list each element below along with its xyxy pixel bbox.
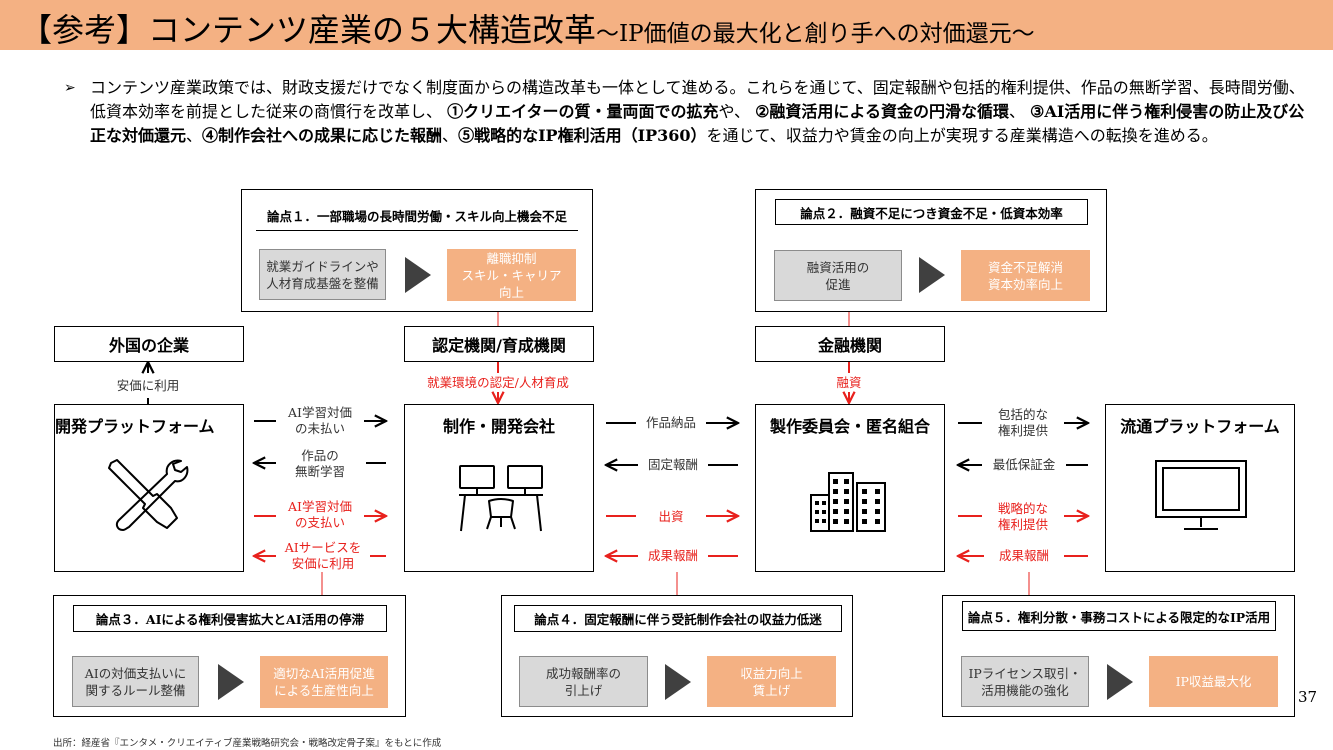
- flow-finance: 融資: [836, 375, 862, 390]
- flow-unauth-learning: 作品の 無断学習: [294, 448, 345, 479]
- flow-delivery: 作品納品: [645, 415, 696, 430]
- entity-production: 制作・開発会社: [404, 404, 594, 572]
- entity-committee-name: 製作委員会・匿名組合: [769, 417, 930, 436]
- tools-icon: [108, 459, 189, 531]
- issue-3-measure: AIの対価支払いに 関するルール整備: [72, 656, 199, 707]
- flow-certify: 就業環境の認定/人材育成: [427, 375, 569, 390]
- buildings-icon: [810, 472, 886, 532]
- issue-5-title: 論点５．権利分散・事務コストによる限定的なIP活用: [962, 601, 1276, 631]
- issue-2-measure: 融資活用の 促進: [774, 250, 902, 301]
- intro-bold-4: ④制作会社への成果に応じた報酬: [202, 126, 443, 145]
- entity-committee: 製作委員会・匿名組合: [755, 404, 945, 572]
- certified-body-label: 認定機関/育成機関: [404, 326, 594, 362]
- issue-4-measure: 成功報酬率の 引上げ: [519, 656, 648, 707]
- flow-min-guarantee: 最低保証金: [992, 457, 1056, 472]
- intro-bold-3: ③AI活用に伴う権利侵害の防止及び公正な対価還元: [90, 102, 1305, 145]
- workstation-icon: [459, 465, 543, 532]
- intro-paragraph: ➢ コンテンツ産業政策では、財政支援だけでなく制度面からの構造改革も一体として進…: [64, 76, 1309, 148]
- issue-1-measure: 就業ガイドラインや 人材育成基盤を整備: [259, 249, 386, 300]
- issue-3-triangle-icon: [218, 664, 244, 700]
- issue-4-box: 論点４．固定報酬に伴う受託制作会社の収益力低迷 成功報酬率の 引上げ 収益力向上…: [501, 595, 853, 717]
- flow-ai-paid: AI学習対価 の支払い: [288, 499, 352, 530]
- flow-investment: 出資: [658, 509, 684, 524]
- intro-text-6: を通じて、収益力や賃金の向上が実現する産業構造への転換を進める。: [706, 126, 1218, 145]
- issue-2-box: 論点２．融資不足につき資金不足・低資本効率 融資活用の 促進 資金不足解消 資本…: [755, 189, 1107, 312]
- flow-fixed-fee: 固定報酬: [647, 457, 698, 472]
- issue-2-outcome: 資金不足解消 資本効率向上: [961, 250, 1090, 301]
- intro-text: コンテンツ産業政策では、財政支援だけでなく制度面からの構造改革も一体として進める…: [90, 76, 1309, 148]
- intro-bold-1: ①クリエイターの質・量両面での拡充: [447, 102, 719, 121]
- flow-success-fee-1: 成果報酬: [647, 548, 698, 563]
- issue-2-triangle-icon: [919, 257, 945, 293]
- issue-5-triangle-icon: [1107, 664, 1133, 700]
- issue-1-box: 論点１．一部職場の長時間労働・スキル向上機会不足 就業ガイドラインや 人材育成基…: [241, 189, 593, 312]
- issue-1-outcome: 離職抑制 スキル・キャリア 向上: [447, 249, 576, 301]
- intro-text-3: 、: [1008, 102, 1031, 121]
- issue-3-outcome: 適切なAI活用促進 による生産性向上: [260, 656, 388, 708]
- entity-distribution: 流通プラットフォーム: [1105, 404, 1295, 572]
- monitor-icon: [1155, 460, 1247, 530]
- intro-text-1: コンテンツ産業政策では、財政支援だけでなく制度面からの構造改革も一体として進める…: [90, 78, 1305, 121]
- issue-2-title: 論点２．融資不足につき資金不足・低資本効率: [775, 199, 1088, 225]
- entity-production-name: 制作・開発会社: [442, 417, 555, 436]
- page-title-sub: ～IP価値の最大化と創り手への対価還元～: [596, 21, 1035, 47]
- issue-3-title: 論点３．AIによる権利侵害拡大とAI活用の停滞: [73, 605, 387, 632]
- intro-text-2: や、: [718, 102, 756, 121]
- issue-1-title: 論点１．一部職場の長時間労働・スキル向上機会不足: [266, 209, 567, 224]
- financial-institution-label: 金融機関: [755, 326, 945, 362]
- issue-5-outcome: IP収益最大化: [1149, 656, 1278, 707]
- entity-distribution-name: 流通プラットフォーム: [1120, 417, 1280, 436]
- issue-3-box: 論点３．AIによる権利侵害拡大とAI活用の停滞 AIの対価支払いに 関するルール…: [53, 595, 406, 717]
- issue-1-rule: [256, 230, 578, 231]
- page-number: 37: [1298, 688, 1318, 706]
- flow-ai-service: AIサービスを 安価に利用: [284, 540, 362, 571]
- foreign-company-label: 外国の企業: [54, 326, 244, 362]
- flow-ai-unpaid: AI学習対価 の未払い: [288, 405, 352, 436]
- intro-bold-5: ⑤戦略的なIP権利活用（IP360）: [458, 126, 707, 145]
- issue-1-triangle-icon: [405, 257, 431, 293]
- flow-blanket-rights: 包括的な 権利提供: [997, 407, 1048, 438]
- source-note: 出所：経産省『エンタメ・クリエイティブ産業戦略研究会・戦略改定骨子案』をもとに作…: [53, 738, 442, 749]
- entity-dev-platform-name: 開発プラットフォーム: [55, 417, 215, 436]
- entity-dev-platform: 開発プラットフォーム: [54, 404, 244, 572]
- intro-bold-2: ②融資活用による資金の円滑な循環: [755, 102, 1009, 121]
- issue-4-triangle-icon: [665, 664, 691, 700]
- page-title-main: 【参考】コンテンツ産業の５大構造改革: [20, 11, 597, 49]
- page-title: 【参考】コンテンツ産業の５大構造改革～IP価値の最大化と創り手への対価還元～: [20, 5, 1035, 51]
- issue-5-box: 論点５．権利分散・事務コストによる限定的なIP活用 IPライセンス取引・ 活用機…: [942, 595, 1295, 717]
- flow-cheap-use: 安価に利用: [116, 378, 180, 393]
- bullet-icon: ➢: [64, 80, 76, 96]
- intro-text-5: 、: [442, 126, 459, 145]
- flow-strategic-rights: 戦略的な 権利提供: [997, 501, 1048, 532]
- issue-4-title: 論点４．固定報酬に伴う受託制作会社の収益力低迷: [514, 605, 842, 632]
- title-bar: 【参考】コンテンツ産業の５大構造改革～IP価値の最大化と創り手への対価還元～: [0, 0, 1333, 50]
- flow-success-fee-2: 成果報酬: [998, 548, 1049, 563]
- issue-5-measure: IPライセンス取引・ 活用機能の強化: [961, 656, 1089, 707]
- issue-4-outcome: 収益力向上 賃上げ: [707, 656, 836, 707]
- intro-text-4: 、: [186, 126, 203, 145]
